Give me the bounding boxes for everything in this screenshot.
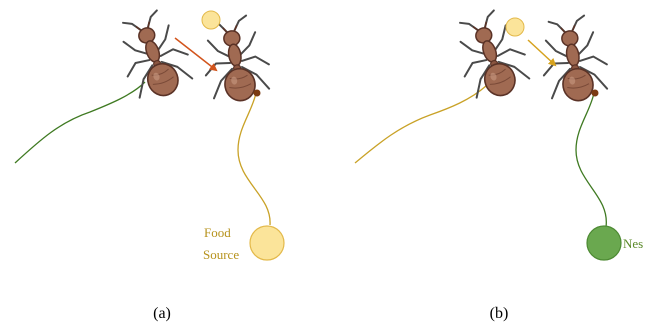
ant-icon [110,6,199,106]
food-source-icon [506,18,524,36]
panel-a: Food Source (a) [15,6,284,322]
panel-a-caption: (a) [153,305,171,322]
food-source-label-line2: Source [203,247,239,262]
trail-gold-b [355,86,486,163]
food-source-icon [250,226,284,260]
trail-green-a [15,82,145,163]
panel-b: Nes (b) [355,6,643,322]
ant-icon [447,6,536,106]
nest-label: Nes [623,236,643,251]
nest-icon [587,226,621,260]
trail-green-b [576,93,606,227]
ant-icon [535,13,612,106]
trail-gold-a [238,93,270,225]
interaction-arrow-b [528,40,555,65]
panel-b-caption: (b) [490,305,509,322]
food-source-label-line1: Food [204,225,231,240]
pheromone-dot-icon [592,90,599,97]
pheromone-dot-icon [254,90,261,97]
food-source-icon [202,11,220,29]
